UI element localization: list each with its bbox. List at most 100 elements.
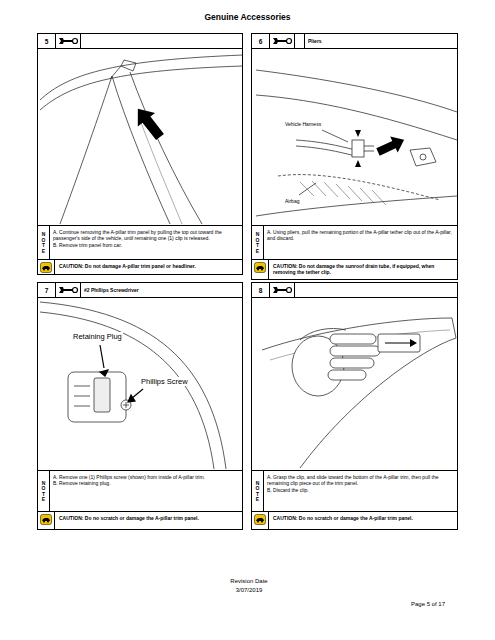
retaining-plug-drawing (68, 372, 126, 422)
note-marker: NOTE (255, 232, 260, 254)
step-number: 6 (259, 38, 263, 45)
tether-clip-drawing (299, 183, 316, 195)
a-pillar-drawing (112, 76, 170, 224)
caution-content: CAUTION: Do not damage the sunroof drain… (271, 260, 457, 278)
retaining-plug-drawing (40, 302, 226, 469)
hand-clip-drawing (330, 346, 380, 356)
caution-text: CAUTION: Do not damage A-pillar trim pan… (59, 263, 238, 269)
cell-divider (54, 260, 55, 274)
hand-clip-drawing (385, 343, 410, 344)
wrench-icon (73, 288, 78, 293)
retaining-plug-drawing (40, 312, 214, 469)
header-cell: Pliers (308, 34, 322, 48)
note-box: A. Continue removing the A-pillar trim p… (38, 225, 242, 259)
note-box: A. Grasp the clip, and slide toward the … (252, 470, 457, 511)
part-label: Airbag (284, 198, 300, 204)
leader-arrow (100, 370, 108, 376)
footer-text: 3/07/2019 (198, 587, 300, 593)
direction-arrow (129, 102, 169, 144)
note-text: A. Remove one (1) Phillips screw (shown)… (53, 474, 238, 480)
retaining-plug-drawing (74, 386, 90, 406)
caution-icon (256, 518, 264, 521)
step-number: 7 (45, 287, 49, 294)
caution-icon (255, 263, 266, 273)
cell-divider (80, 34, 81, 48)
leader-arrow (100, 345, 104, 368)
hand-clip-drawing (378, 334, 420, 352)
caution-content: CAUTION: Do no scratch or damage the A-p… (57, 512, 242, 523)
a-pillar-drawing (40, 55, 242, 100)
caution-icon (257, 269, 259, 271)
footer-text: Revision Date (198, 578, 300, 584)
page-title: Genuine Accessories (0, 12, 495, 22)
caution-icon (261, 269, 263, 271)
pinch-mark (355, 130, 361, 137)
tether-clip-drawing (364, 146, 374, 151)
tether-clip-drawing (296, 146, 356, 156)
page-number: Page 5 of 17 (410, 601, 446, 607)
note-text: B. Discard the clip. (267, 487, 453, 493)
step-number: 8 (259, 287, 263, 294)
tether-clip-drawing (322, 130, 348, 142)
caution-box: CAUTION: Do not damage A-pillar trim pan… (38, 259, 242, 274)
note-text: A. Continue removing the A-pillar trim p… (53, 229, 238, 242)
caution-icon (254, 514, 266, 525)
caution-icon (42, 518, 50, 521)
retaining-plug-drawing (40, 302, 226, 469)
wrench-icon (59, 287, 64, 293)
hand-clip-drawing (328, 370, 366, 380)
wrench-icon (273, 287, 278, 293)
part-label: Phillips Screw (140, 377, 189, 386)
cell-divider (268, 512, 269, 529)
cell-divider (263, 226, 264, 259)
header-bar: 8 (252, 283, 457, 298)
tether-clip-drawing (352, 140, 364, 157)
tether-clip-drawing (278, 175, 440, 200)
cell-divider (55, 34, 56, 48)
note-text: B. Remove retaining plug. (53, 480, 238, 486)
direction-arrow (374, 132, 408, 160)
note-content: A. Remove one (1) Phillips screw (shown)… (51, 471, 242, 490)
caution-icon (40, 514, 52, 525)
cell-divider (294, 34, 295, 48)
header-cell: 7 (38, 283, 55, 297)
tether-clip-drawing (256, 70, 457, 216)
a-pillar-drawing (60, 76, 112, 224)
caution-icon (47, 521, 49, 523)
hand-clip-drawing (262, 318, 456, 468)
header-bar: 7#2 Phillips Screwdriver (38, 283, 242, 298)
cell-divider (80, 283, 81, 297)
wrench-icon (59, 38, 64, 44)
caution-text: CAUTION: Do no scratch or damage the A-p… (59, 515, 238, 521)
caution-icon (257, 521, 259, 523)
cell-divider (54, 512, 55, 529)
step-panel: A. Grasp the clip, and slide toward the … (251, 282, 458, 530)
cell-divider (49, 226, 50, 259)
header-cell: 5 (38, 34, 55, 48)
wrench-icon (56, 283, 80, 297)
a-pillar-drawing (110, 66, 133, 79)
note-content: A. Continue removing the A-pillar trim p… (51, 226, 242, 251)
caution-text: CAUTION: Do no scratch or damage the A-p… (273, 515, 453, 521)
tool-name: Pliers (308, 38, 322, 44)
part-label: Vehicle Harness (284, 121, 322, 127)
tether-clip-drawing (256, 70, 457, 112)
caution-content: CAUTION: Do no scratch or damage the A-p… (271, 512, 457, 523)
wrench-icon (273, 38, 278, 44)
note-text: A. Using pliers, pull the remaining port… (267, 229, 453, 242)
caution-box: CAUTION: Do not damage the sunroof drain… (252, 259, 457, 279)
caution-icon (43, 521, 45, 523)
caution-icon (43, 269, 45, 271)
wrench-icon (270, 34, 294, 48)
caution-box: CAUTION: Do no scratch or damage the A-p… (252, 511, 457, 529)
caution-icon (256, 266, 264, 269)
wrench-icon (270, 283, 294, 297)
caution-icon (41, 515, 52, 525)
note-box: A. Remove one (1) Phillips screw (shown)… (38, 470, 242, 511)
tether-clip-drawing (420, 154, 426, 160)
cell-divider (263, 471, 264, 511)
caution-icon (40, 262, 52, 273)
leader-arrow (100, 345, 143, 402)
hand-clip-drawing (330, 334, 376, 344)
